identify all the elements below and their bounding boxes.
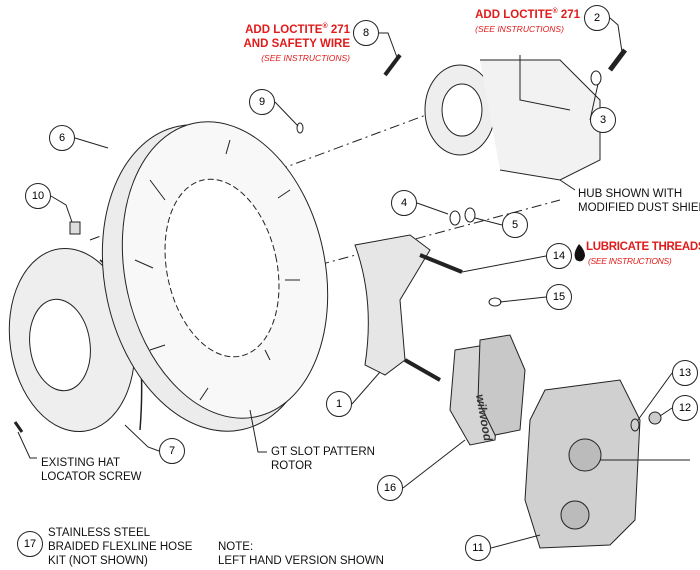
safety-wire-text: AND SAFETY WIRE xyxy=(243,37,351,50)
callout-15: 15 xyxy=(546,284,572,310)
callout-6: 6 xyxy=(49,125,75,151)
left-hand-note: NOTE: LEFT HAND VERSION SHOWN xyxy=(218,540,384,568)
rotor-note-line-1: GT SLOT PATTERN xyxy=(271,446,375,458)
oil-drop-icon xyxy=(574,244,585,262)
leader-lines xyxy=(17,17,673,549)
hose-note-line-1: STAINLESS STEEL xyxy=(48,527,151,539)
lubricate-text: LUBRICATE THREADS xyxy=(586,241,700,253)
loctite-2-number: 271 xyxy=(560,8,580,21)
see-instructions-text: (SEE INSTRUCTIONS) xyxy=(588,256,672,266)
callout-5: 5 xyxy=(502,212,528,238)
callout-13: 13 xyxy=(672,360,698,386)
rotor-note: GT SLOT PATTERN ROTOR xyxy=(271,445,375,473)
callout-8: 8 xyxy=(353,20,379,46)
callout-2: 2 xyxy=(584,5,610,31)
registered-mark: ® xyxy=(552,8,558,15)
hat-locator-nut-10 xyxy=(69,221,81,235)
loctite-8-heading: ADD LOCTITE® 271 xyxy=(244,20,350,37)
hose-note-line-2: BRAIDED FLEXLINE HOSE xyxy=(48,541,193,553)
hub-note-line-1: HUB SHOWN WITH xyxy=(578,188,683,200)
callout-10: 10 xyxy=(25,183,51,209)
hat-screw-note: EXISTING HAT LOCATOR SCREW xyxy=(41,456,142,484)
callout-11: 11 xyxy=(465,535,491,561)
bolt-2 xyxy=(608,48,627,72)
washer-3 xyxy=(590,70,602,86)
caliper xyxy=(524,379,690,549)
loctite-8-number: 271 xyxy=(330,23,350,36)
hat-note-line-1: EXISTING HAT xyxy=(41,457,121,469)
rotor-note-line-2: ROTOR xyxy=(271,460,313,472)
see-instructions-text: (SEE INSTRUCTIONS) xyxy=(261,52,350,63)
callout-9: 9 xyxy=(249,89,275,115)
loctite-8-text: ADD LOCTITE xyxy=(245,23,323,36)
rotor xyxy=(101,121,329,432)
callout-3: 3 xyxy=(590,107,616,133)
washer-5 xyxy=(464,207,476,223)
hub-note: HUB SHOWN WITH MODIFIED DUST SHIELD xyxy=(578,187,700,215)
hat-screw xyxy=(13,421,24,433)
washer-13 xyxy=(630,418,640,432)
washer-4 xyxy=(449,210,461,226)
loctite-note-8: ADD LOCTITE® 271 AND SAFETY WIRE (SEE IN… xyxy=(244,20,351,65)
washer-9 xyxy=(296,122,304,134)
hose-note-line-3: KIT (NOT SHOWN) xyxy=(48,555,148,567)
registered-mark: ® xyxy=(322,23,328,30)
callout-4: 4 xyxy=(391,190,417,216)
brake-pads xyxy=(449,334,526,446)
callout-12: 12 xyxy=(672,395,698,421)
lubricate-note: LUBRICATE THREADS (SEE INSTRUCTIONS) xyxy=(586,240,700,268)
bracket-axis xyxy=(299,199,561,271)
note-text: LEFT HAND VERSION SHOWN xyxy=(218,555,384,567)
caliper-bracket xyxy=(354,234,463,382)
hose-kit-note: STAINLESS STEEL BRAIDED FLEXLINE HOSE KI… xyxy=(48,526,192,568)
hub-note-line-2: MODIFIED DUST SHIELD xyxy=(578,202,700,214)
callout-17: 17 xyxy=(17,531,43,557)
washer-15 xyxy=(488,297,502,307)
nut-12 xyxy=(648,411,662,425)
rotor-hat xyxy=(8,247,143,433)
callout-1: 1 xyxy=(326,391,352,417)
see-instructions-text: (SEE INSTRUCTIONS) xyxy=(475,23,564,34)
hub xyxy=(424,55,601,181)
loctite-note-2: ADD LOCTITE® 271 (SEE INSTRUCTIONS) xyxy=(475,5,580,36)
note-heading: NOTE: xyxy=(218,541,254,553)
callout-7: 7 xyxy=(159,438,185,464)
hat-note-line-2: LOCATOR SCREW xyxy=(41,471,142,483)
callout-14: 14 xyxy=(546,243,572,269)
callout-16: 16 xyxy=(377,475,403,501)
loctite-2-heading: ADD LOCTITE® 271 xyxy=(475,5,580,22)
loctite-2-text: ADD LOCTITE xyxy=(475,8,553,21)
